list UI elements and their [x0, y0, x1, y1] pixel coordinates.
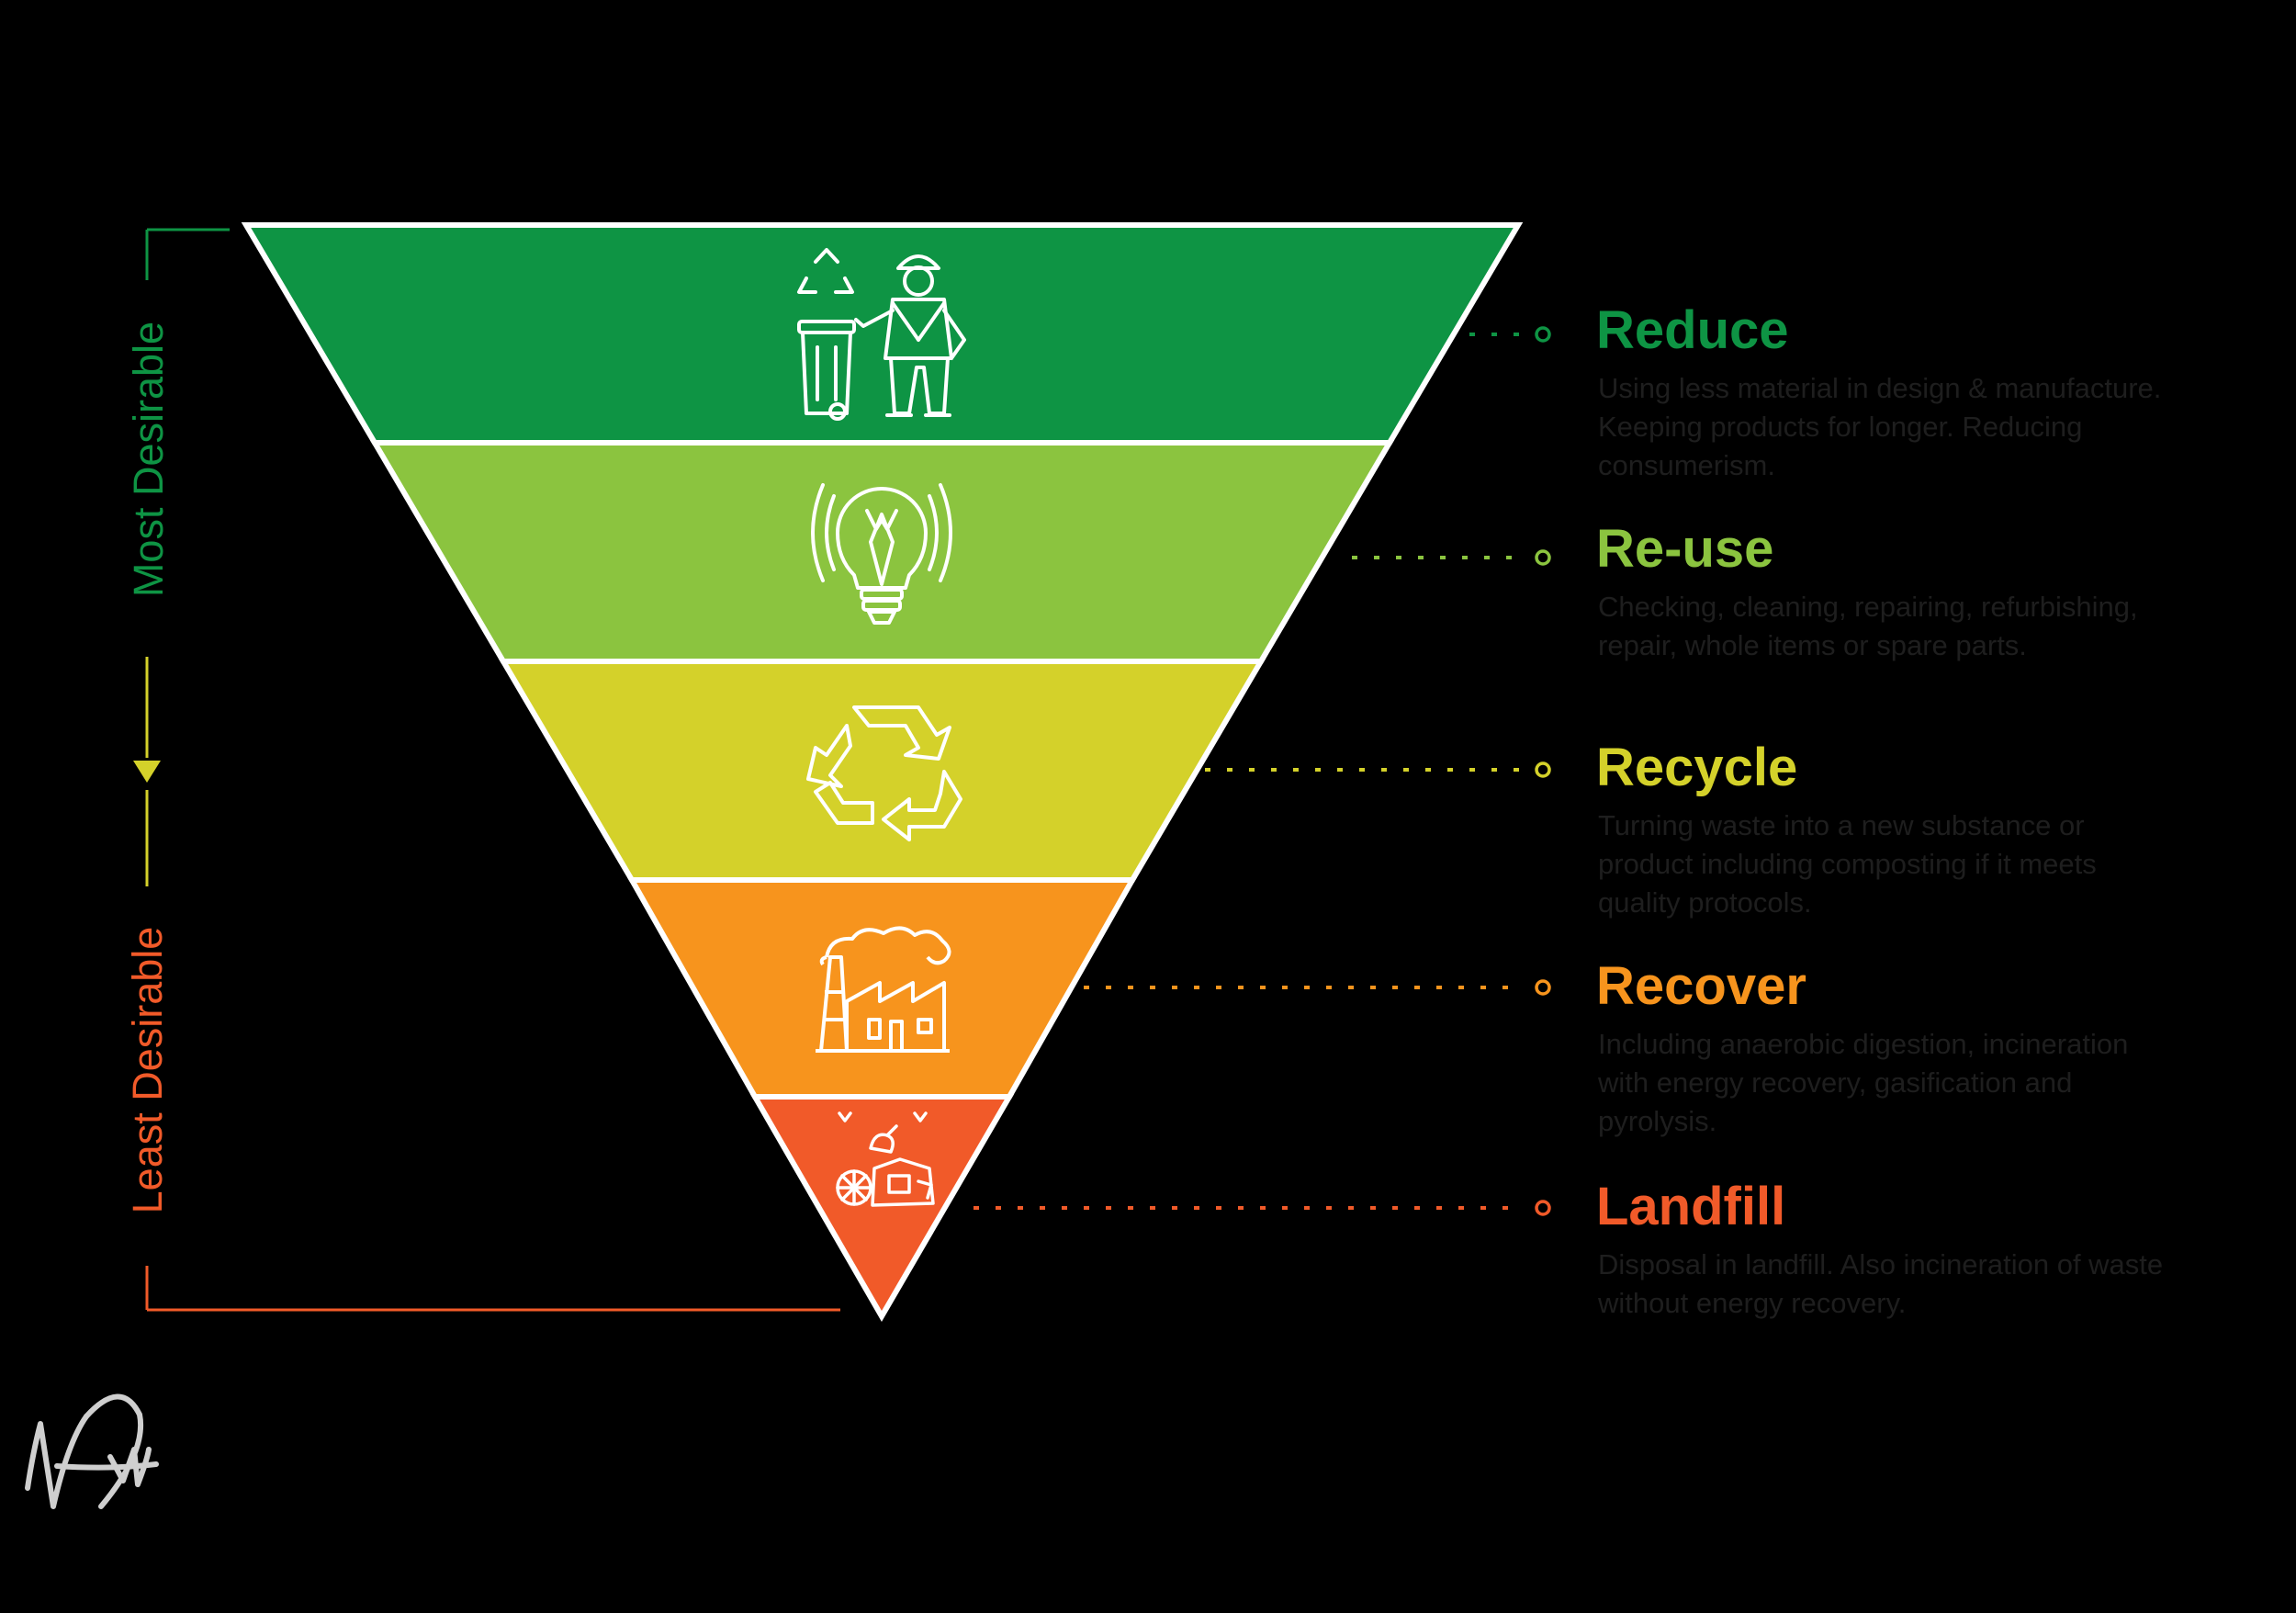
pyramid-tiers — [241, 222, 1524, 1322]
most-desirable-label: Most Desirable — [125, 321, 172, 598]
artist-signature — [25, 1393, 159, 1509]
tier-title-landfill: Landfill — [1596, 1177, 1786, 1236]
factory-icon — [816, 926, 951, 1053]
connector-recycle — [1205, 761, 1551, 778]
tier-description-recover: Including anaerobic digestion, incinerat… — [1598, 1028, 2129, 1137]
desirability-bracket — [145, 228, 840, 1312]
tier-landfill — [749, 1094, 1015, 1322]
bracket-arrow-icon — [133, 761, 161, 783]
connector-landfill — [974, 1200, 1551, 1216]
tier-description-reduce: Using less material in design & manufact… — [1598, 372, 2162, 481]
tier-recover — [626, 877, 1138, 1100]
landfill-pile-icon — [836, 1111, 935, 1207]
tier-title-recover: Recover — [1596, 956, 1806, 1016]
tier-title-recycle: Recycle — [1596, 738, 1798, 797]
tier-reduce — [241, 222, 1524, 446]
connector-reduce — [1469, 326, 1551, 343]
tier-title-reuse: Re-use — [1596, 519, 1774, 579]
tier-description-recycle: Turning waste into a new substance or pr… — [1598, 809, 2097, 919]
bin-worker-recycle-icon — [797, 248, 966, 421]
connector-reuse — [1352, 549, 1551, 566]
tier-title-reduce: Reduce — [1596, 300, 1789, 360]
tier-description-reuse: Checking, cleaning, repairing, refurbish… — [1598, 591, 2138, 661]
connector-recover — [1084, 979, 1551, 996]
tier-description-landfill: Disposal in landfill. Also incineration … — [1598, 1248, 2164, 1319]
tier-recycle — [498, 659, 1266, 883]
recycle-arrows-icon — [806, 705, 962, 841]
tier-reuse — [369, 440, 1395, 664]
least-desirable-label: Least Desirable — [124, 926, 171, 1214]
lightbulb-icon — [811, 483, 952, 625]
